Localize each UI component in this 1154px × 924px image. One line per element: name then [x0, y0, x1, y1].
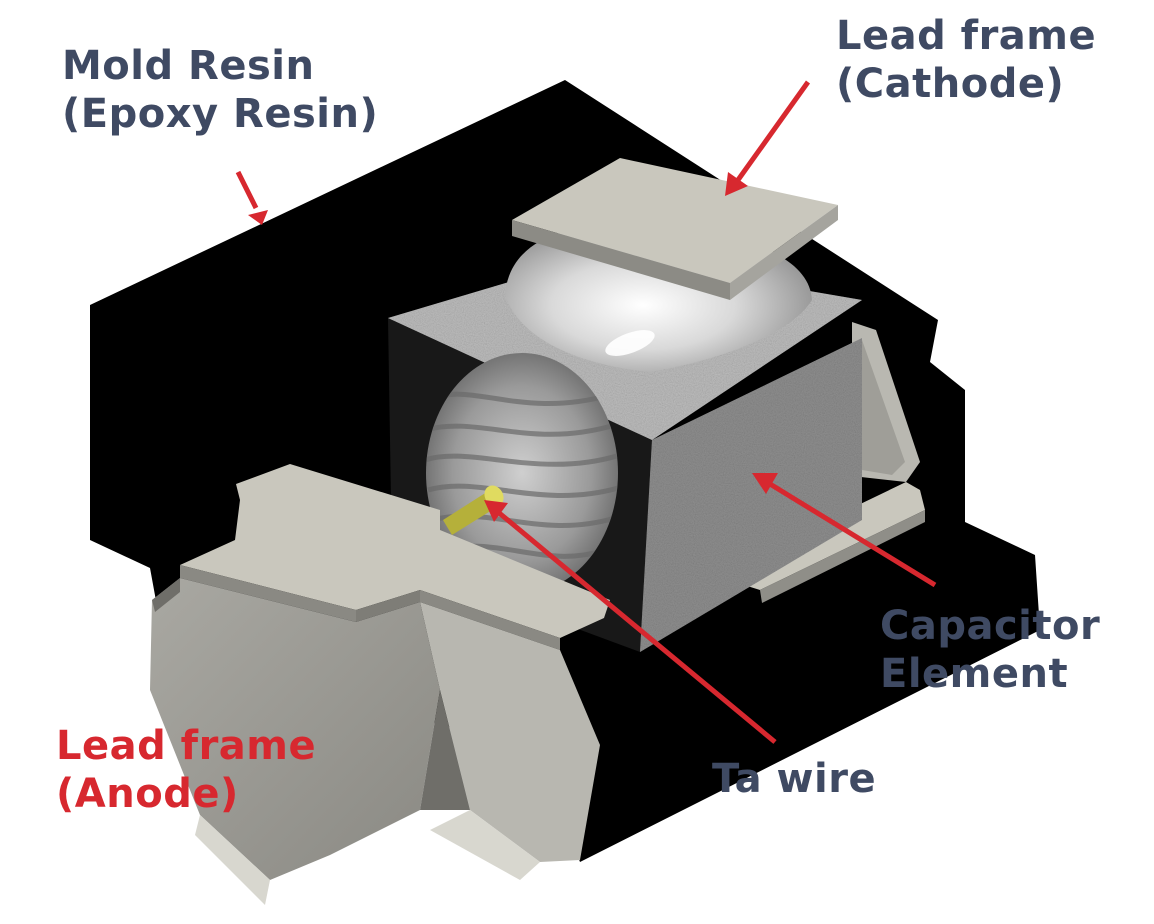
label-ta-wire-line1: Ta wire [712, 756, 877, 802]
arrow-cathode [735, 80, 811, 182]
label-anode-line2: (Anode) [56, 771, 239, 817]
tantalum-pellet-face [426, 353, 618, 593]
label-ta-wire: Ta wire [712, 755, 876, 803]
arrowhead-cathode [725, 172, 748, 196]
cathode-lead-frame-plate [512, 158, 838, 300]
label-cathode-line2: (Cathode) [836, 61, 1065, 107]
capacitor-element [388, 223, 862, 652]
label-capacitor-element: Capacitor Element [880, 602, 1100, 698]
arrow-capacitor-element [768, 481, 937, 588]
label-mold-resin-line2: (Epoxy Resin) [62, 91, 379, 137]
label-mold-resin-line1: Mold Resin [62, 43, 315, 89]
label-capacitor-line1: Capacitor [880, 603, 1101, 649]
arrow-ta-wire [496, 510, 777, 744]
label-mold-resin: Mold Resin (Epoxy Resin) [62, 42, 378, 138]
label-lead-frame-anode: Lead frame (Anode) [56, 722, 316, 818]
label-capacitor-line2: Element [880, 651, 1069, 697]
anode-lead-frame [150, 464, 610, 905]
arrowhead-mold-resin [248, 210, 268, 225]
arrowhead-ta-wire [484, 500, 508, 522]
label-anode-line1: Lead frame [56, 723, 317, 769]
arrowhead-capacitor-element [752, 473, 778, 494]
label-cathode-line1: Lead frame [836, 13, 1097, 59]
pointer-arrows [235, 80, 937, 744]
label-lead-frame-cathode: Lead frame (Cathode) [836, 12, 1096, 108]
arrow-mold-resin [235, 170, 259, 210]
